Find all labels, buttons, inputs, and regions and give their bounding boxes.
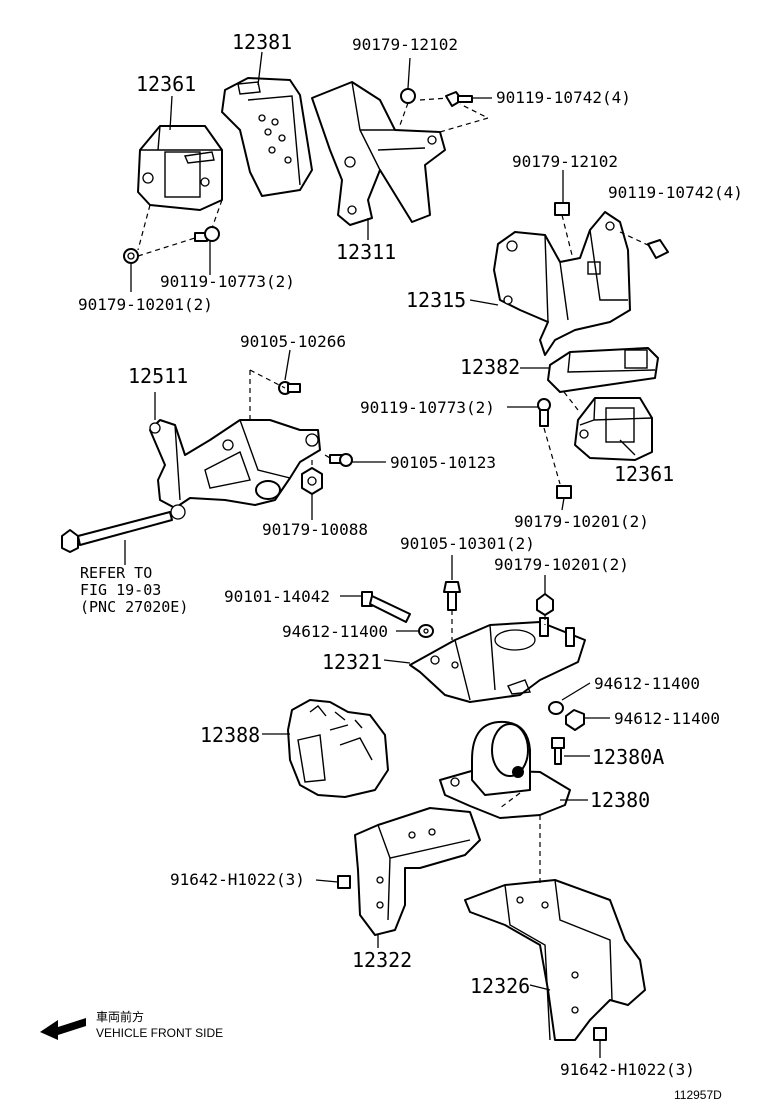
label-12361-lower[interactable]: 12361 xyxy=(614,462,675,486)
bolt-90119-10742-upper[interactable] xyxy=(445,91,473,107)
bolt-90105-10123[interactable] xyxy=(329,453,353,467)
label-90119-10742-right[interactable]: 90119-10742(4) xyxy=(608,183,743,202)
label-90179-10201-right[interactable]: 90179-10201(2) xyxy=(514,512,649,531)
bracket-12311[interactable] xyxy=(311,81,446,226)
bolt-12380A[interactable] xyxy=(551,737,565,765)
washer-94612-11400-a[interactable] xyxy=(418,624,434,638)
label-12380[interactable]: 12380 xyxy=(590,788,651,812)
label-90119-10742-upper[interactable]: 90119-10742(4) xyxy=(496,88,631,107)
label-12315[interactable]: 12315 xyxy=(406,288,467,312)
label-90119-10773-right[interactable]: 90119-10773(2) xyxy=(360,398,495,417)
bolt-91642-H1022-b[interactable] xyxy=(593,1027,607,1041)
bracket-12511[interactable] xyxy=(149,419,321,520)
label-91642-H1022-a[interactable]: 91642-H1022(3) xyxy=(170,870,305,889)
nut-90179-12102-right[interactable] xyxy=(554,202,570,216)
bolt-90105-10301[interactable] xyxy=(443,581,461,611)
nut-90179-12102-upper[interactable] xyxy=(400,88,416,104)
bolt-91642-H1022-a[interactable] xyxy=(337,875,351,889)
label-94612-11400-c[interactable]: 94612-11400 xyxy=(614,709,720,728)
label-90105-10123[interactable]: 90105-10123 xyxy=(390,453,496,472)
long-bolt-refer[interactable] xyxy=(61,511,173,553)
front-arrow-icon xyxy=(40,1018,86,1040)
label-12511[interactable]: 12511 xyxy=(128,364,189,388)
label-12382[interactable]: 12382 xyxy=(460,355,521,379)
label-12326[interactable]: 12326 xyxy=(470,974,531,998)
nut-90179-10088[interactable] xyxy=(301,467,323,495)
label-90179-10201-base[interactable]: 90179-10201(2) xyxy=(494,555,629,574)
insulator-12382[interactable] xyxy=(547,347,659,393)
washer-94612-11400-b[interactable] xyxy=(548,701,564,715)
label-12311[interactable]: 12311 xyxy=(336,240,397,264)
label-12388[interactable]: 12388 xyxy=(200,723,261,747)
label-12321[interactable]: 12321 xyxy=(322,650,383,674)
label-90179-12102-upper[interactable]: 90179-12102 xyxy=(352,35,458,54)
label-90105-10266[interactable]: 90105-10266 xyxy=(240,332,346,351)
insulator-12388[interactable] xyxy=(287,699,389,798)
mount-12361-upper[interactable] xyxy=(137,125,223,211)
bolt-90119-10773-upper[interactable] xyxy=(194,226,220,242)
label-12381[interactable]: 12381 xyxy=(232,30,293,54)
refer-line-3: (PNC 27020E) xyxy=(80,598,189,616)
bracket-12326[interactable] xyxy=(464,879,646,1041)
label-91642-H1022-b[interactable]: 91642-H1022(3) xyxy=(560,1060,695,1079)
bolt-90119-10742-right[interactable] xyxy=(647,239,669,259)
label-90179-10201-upper[interactable]: 90179-10201(2) xyxy=(78,295,213,314)
nut-90179-10201-right[interactable] xyxy=(556,485,572,499)
bolt-90119-10773-right[interactable] xyxy=(537,398,551,427)
mount-12380[interactable] xyxy=(439,720,571,819)
bolt-90101-14042[interactable] xyxy=(361,591,411,623)
bolt-90105-10266[interactable] xyxy=(278,381,301,395)
label-94612-11400-a[interactable]: 94612-11400 xyxy=(282,622,388,641)
bracket-12321[interactable] xyxy=(409,617,586,703)
label-90179-12102-right[interactable]: 90179-12102 xyxy=(512,152,618,171)
mount-12361-lower[interactable] xyxy=(574,397,653,461)
vehicle-front-en: VEHICLE FRONT SIDE xyxy=(96,1026,224,1040)
label-90119-10773-upper[interactable]: 90119-10773(2) xyxy=(160,272,295,291)
label-12361-upper[interactable]: 12361 xyxy=(136,72,197,96)
refer-line-1: REFER TO xyxy=(80,564,153,582)
bracket-12381[interactable] xyxy=(221,77,313,197)
leader-lines xyxy=(124,51,636,1058)
refer-line-2: FIG 19-03 xyxy=(80,581,162,599)
bracket-12315[interactable] xyxy=(493,211,631,356)
label-12380A[interactable]: 12380A xyxy=(592,745,665,769)
label-90101-14042[interactable]: 90101-14042 xyxy=(224,587,330,606)
nut-94612-11400-c[interactable] xyxy=(565,709,585,731)
label-90179-10088[interactable]: 90179-10088 xyxy=(262,520,368,539)
nut-90179-10201-base[interactable] xyxy=(536,593,554,616)
label-90105-10301[interactable]: 90105-10301(2) xyxy=(400,534,535,553)
vehicle-front-jp: 車両前方 xyxy=(96,1010,145,1024)
diagram-id: 112957D xyxy=(674,1088,722,1102)
label-94612-11400-b[interactable]: 94612-11400 xyxy=(594,674,700,693)
nut-90179-10201-upper[interactable] xyxy=(123,248,139,264)
bracket-12322[interactable] xyxy=(354,807,481,936)
label-12322[interactable]: 12322 xyxy=(352,948,413,972)
